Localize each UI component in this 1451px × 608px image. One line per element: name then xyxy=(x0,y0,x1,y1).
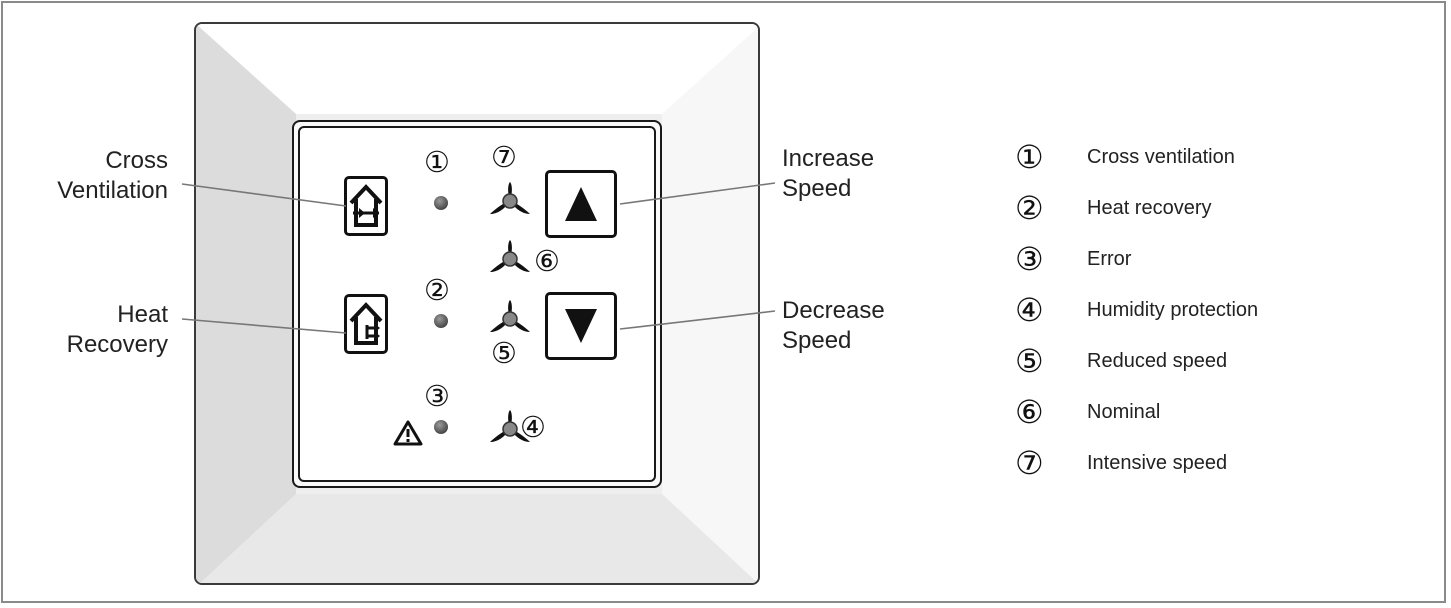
legend-symbol: ③ xyxy=(1015,240,1044,278)
warning-icon xyxy=(393,420,423,446)
panel-number-6: ⑥ xyxy=(534,244,560,278)
legend-symbol: ⑥ xyxy=(1015,393,1044,431)
legend-label: Error xyxy=(1087,248,1132,270)
panel-number-7: ⑦ xyxy=(491,140,517,174)
fan-humidity-icon xyxy=(490,410,530,442)
callout-decrease-speed-line2: Speed xyxy=(782,327,852,354)
legend-symbol: ⑦ xyxy=(1015,444,1044,482)
callout-cross-ventilation-line2: Ventilation xyxy=(57,177,168,204)
cross-ventilation-led xyxy=(434,196,448,210)
panel-number-1: ① xyxy=(424,145,450,179)
panel-number-4: ④ xyxy=(520,410,546,444)
heat-recovery-button[interactable] xyxy=(344,294,388,354)
callout-heat-recovery-line1: Heat xyxy=(117,301,168,328)
callout-decrease-speed-line1: Decrease xyxy=(782,297,885,324)
legend-label: Intensive speed xyxy=(1087,452,1228,474)
fan-intensive-icon xyxy=(490,182,530,214)
callout-increase-speed-line2: Speed xyxy=(782,175,852,202)
legend-label: Cross ventilation xyxy=(1087,146,1235,168)
legend-symbol: ① xyxy=(1015,138,1044,176)
panel-number-2: ② xyxy=(424,273,450,307)
house-exchange-arrows-icon xyxy=(349,302,383,345)
legend-label: Heat recovery xyxy=(1087,197,1212,219)
heat-recovery-led xyxy=(434,314,448,328)
decrease-speed-button[interactable] xyxy=(545,292,617,360)
fan-reduced-icon xyxy=(490,300,530,332)
legend-symbol: ② xyxy=(1015,189,1044,227)
legend-symbol: ⑤ xyxy=(1015,342,1044,380)
panel-number-3: ③ xyxy=(424,379,450,413)
triangle-down-icon xyxy=(565,309,597,343)
error-led xyxy=(434,420,448,434)
callout-heat-recovery: Heat Recovery xyxy=(30,300,168,360)
increase-speed-button[interactable] xyxy=(545,170,617,238)
legend-label: Nominal xyxy=(1087,401,1161,423)
legend-label: Reduced speed xyxy=(1087,350,1228,372)
callout-cross-ventilation: Cross Ventilation xyxy=(30,146,168,206)
cross-ventilation-button[interactable] xyxy=(344,176,388,236)
house-cross-arrows-icon xyxy=(349,184,383,227)
fan-nominal-icon xyxy=(490,240,530,272)
triangle-up-icon xyxy=(565,187,597,221)
callout-increase-speed-line1: Increase xyxy=(782,145,875,172)
panel-number-5: ⑤ xyxy=(491,336,517,370)
callout-cross-ventilation-line1: Cross xyxy=(105,147,168,174)
callout-increase-speed: Increase Speed xyxy=(782,144,942,204)
legend-symbol: ④ xyxy=(1015,291,1044,329)
callout-heat-recovery-line2: Recovery xyxy=(66,331,168,358)
legend-label: Humidity protection xyxy=(1087,299,1259,321)
callout-decrease-speed: Decrease Speed xyxy=(782,296,942,356)
